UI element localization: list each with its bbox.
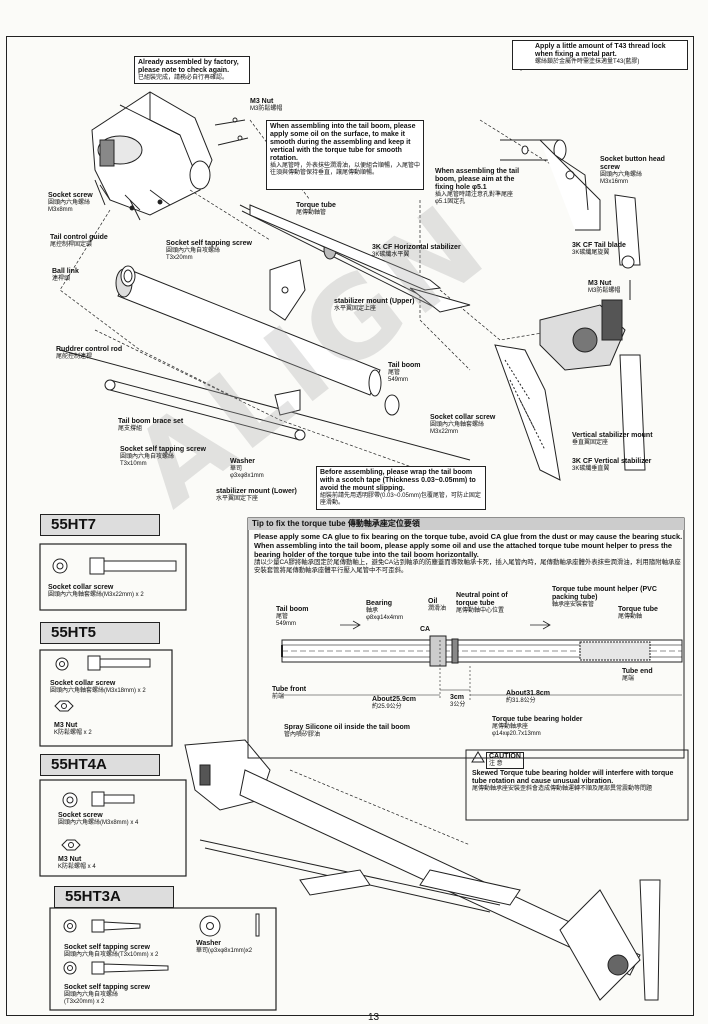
tail-case-screws — [99, 117, 249, 211]
stabilizer-mount-lower — [274, 389, 301, 416]
caution-icon — [471, 751, 485, 763]
kit-title-55ht7: 55HT7 — [40, 514, 160, 536]
tail-case — [91, 91, 213, 221]
scotch-tape-note: Before assembling, please wrap the tail … — [316, 466, 486, 510]
torque-tube-diagram — [281, 620, 683, 700]
tail-boom-part — [115, 268, 382, 397]
kit-title-55ht4a: 55HT4A — [40, 754, 160, 776]
diagram-ca: CA — [420, 626, 431, 633]
tail-control-guide — [120, 265, 136, 287]
diagram-mount-helper: Torque tube mount helper (PVC packing tu… — [552, 586, 657, 608]
fixing-hole-detail — [500, 139, 601, 231]
caution-text: Skewed Torque tube bearing holder will i… — [472, 770, 674, 792]
fixing-hole-note: When assembling the tail boom, please ai… — [435, 168, 520, 205]
horizontal-stabilizer — [249, 204, 471, 313]
tip-instructions: Please apply some CA glue to fix bearing… — [254, 532, 683, 574]
rudder-rod — [59, 349, 471, 461]
vertical-stabilizer — [494, 344, 561, 481]
torque-tube-oil-note: When assembling into the tail boom, plea… — [266, 120, 424, 190]
page-number: 13 — [368, 1012, 380, 1023]
tail-gearbox — [539, 299, 626, 371]
stabilizer-mount-upper — [269, 259, 306, 321]
tail-boom-brace — [104, 379, 306, 441]
kit-part-icons — [52, 557, 260, 975]
kit-title-55ht5: 55HT5 — [40, 622, 160, 644]
tip-title: Tip to fix the torque tube 傳動軸承座定位要領 — [248, 518, 684, 530]
page-frame — [6, 36, 694, 1016]
factory-assembled-note: Already assembled by factory, please not… — [134, 56, 250, 84]
label-stabilizer-lower: stabilizer mount (Lower)水平翼固定下座 — [216, 488, 297, 502]
assembled-tail — [184, 739, 661, 1001]
kit-title-55ht3a: 55HT3A — [54, 886, 174, 908]
thread-lock-note: Apply a little amount of T43 thread lock… — [512, 40, 688, 70]
tail-blades — [614, 194, 646, 471]
label-stabilizer-upper: stabilizer mount (Upper)水平翼固定上座 — [334, 298, 415, 312]
collar-ring — [384, 394, 400, 416]
